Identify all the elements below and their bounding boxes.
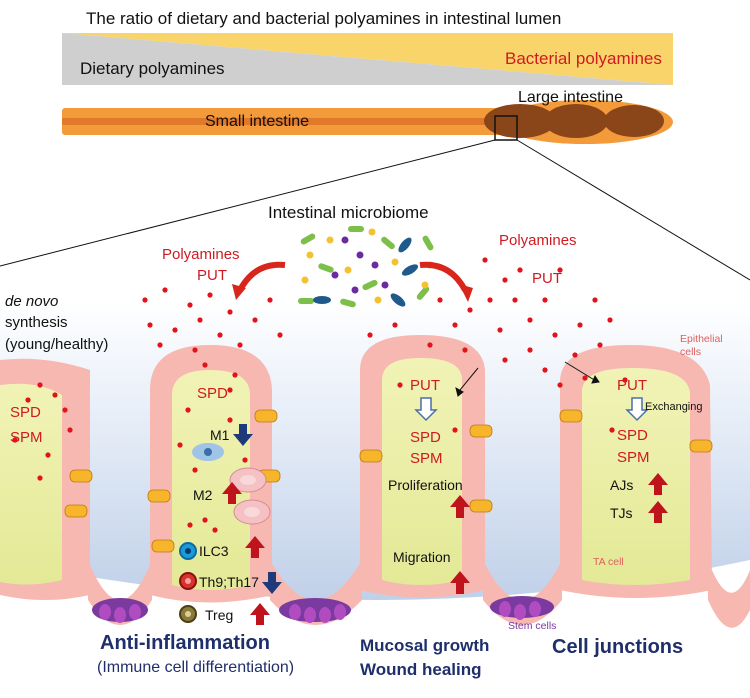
immune-cells	[179, 542, 197, 623]
proliferation-label: Proliferation	[388, 477, 463, 493]
microbiome-label: Intestinal microbiome	[268, 203, 429, 222]
m1-label: M1	[210, 427, 230, 443]
cell-junctions-label: Cell junctions	[552, 636, 684, 658]
young-healthy-label: (young/healthy)	[5, 336, 109, 353]
ilc3-label: ILC3	[199, 543, 229, 559]
th9-th17-label: Th9;Th17	[199, 574, 259, 590]
synthesis-label: synthesis	[5, 314, 68, 331]
microbiome-bacteria	[298, 226, 434, 308]
figure-title: The ratio of dietary and bacterial polya…	[86, 9, 562, 28]
left-put-label: PUT	[197, 267, 227, 284]
exchanging-label: Exchanging	[645, 401, 703, 413]
intestine-tube	[0, 100, 750, 281]
left-polyamines-label: Polyamines	[162, 246, 240, 263]
villus4-put: PUT	[617, 377, 647, 394]
polyamine-dots	[12, 257, 628, 533]
goblet-cells	[64, 409, 713, 553]
polyamine-ratio-wedge	[62, 33, 673, 85]
ta-cell-label: TA cell	[593, 556, 624, 568]
treg-label: Treg	[205, 607, 234, 623]
dietary-polyamines-label: Dietary polyamines	[80, 59, 225, 78]
villus2-spd: SPD	[197, 385, 228, 402]
anti-inflammation-label: Anti-inflammation	[100, 632, 270, 654]
uptake-arrows	[455, 361, 600, 397]
epithelial-cells-label: Epithelial cells	[680, 333, 723, 358]
m2-label: M2	[193, 487, 213, 503]
de-novo-label: de novo	[5, 293, 59, 310]
villus4-spm: SPM	[617, 449, 650, 466]
villus1-spm: SPM	[10, 429, 43, 446]
villus1-spd: SPD	[10, 404, 41, 421]
small-intestine-label: Small intestine	[205, 113, 310, 130]
polyamine-flow-arrows	[232, 261, 473, 302]
villus3-spd: SPD	[410, 429, 441, 446]
migration-label: Migration	[393, 549, 451, 565]
mucosal-growth-label: Mucosal growth	[360, 636, 490, 655]
large-intestine-label: Large intestine	[518, 89, 623, 106]
villus3-put: PUT	[410, 377, 440, 394]
villi	[0, 335, 750, 628]
right-polyamines-label: Polyamines	[499, 232, 577, 249]
villus4-spd: SPD	[617, 427, 648, 444]
macrophage-cells	[192, 443, 271, 525]
regulation-arrows	[222, 397, 668, 625]
bacterial-polyamines-label: Bacterial polyamines	[505, 49, 662, 68]
ajs-label: AJs	[610, 477, 634, 493]
stem-cells-label: Stem cells	[508, 620, 557, 632]
wound-healing-label: Wound healing	[360, 660, 482, 679]
right-put-label: PUT	[532, 270, 562, 287]
tjs-label: TJs	[610, 505, 633, 521]
villus3-spm: SPM	[410, 450, 443, 467]
immune-differentiation-label: (Immune cell differentiation)	[97, 659, 295, 676]
